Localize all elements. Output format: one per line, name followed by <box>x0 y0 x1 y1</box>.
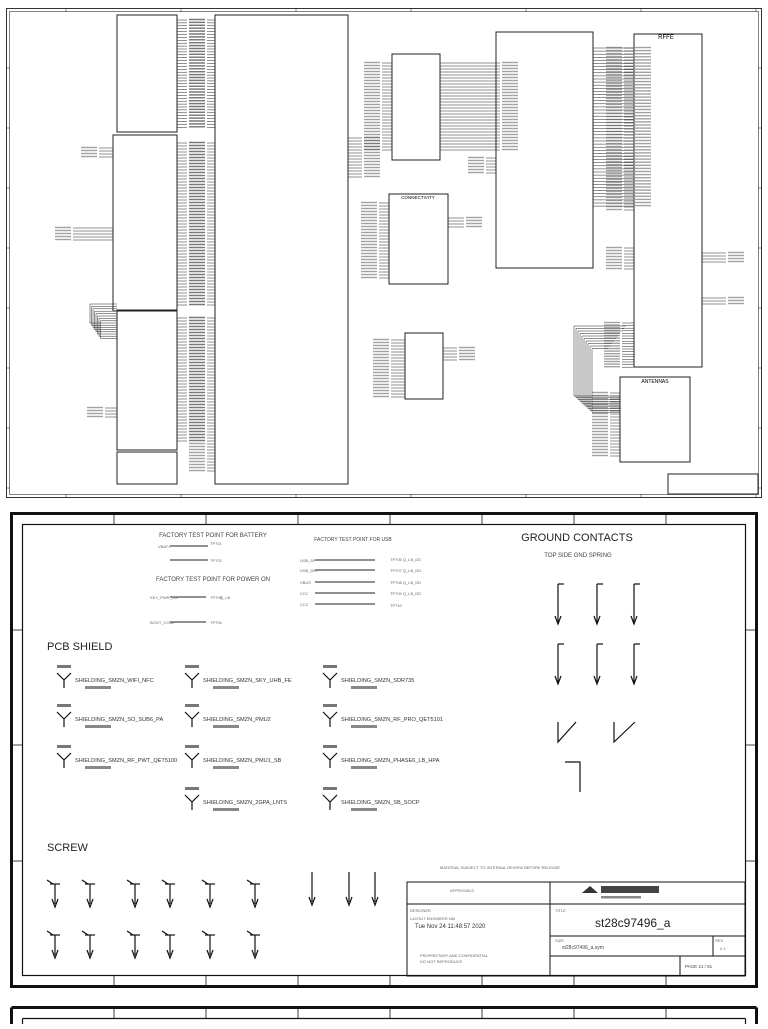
antennas-label: ANTENNAS <box>641 379 669 385</box>
company-logo <box>582 886 659 899</box>
svg-text:0.1: 0.1 <box>720 946 726 951</box>
shield-label: SHIELDING_SMZN_SB_SOCP <box>341 800 420 806</box>
schematic-1-canvas: RFFE CONNECTIVITY ANTENNAS <box>6 8 762 498</box>
svg-text:TP701: TP701 <box>210 541 223 546</box>
factory-usb-title: FACTORY TEST POINT FOR USB <box>314 537 392 543</box>
pcb-shield-list: SHIELDING_SMZN_WIFI_NFC SHIELDING_SMZN_SK… <box>56 665 443 811</box>
title-block-doc-number: st28c97496_a <box>595 916 671 930</box>
factory-test-points <box>170 545 375 623</box>
shield-label: SHIELDING_SMZN_PMU2 <box>203 717 271 723</box>
svg-text:TP704: TP704 <box>210 620 223 625</box>
schematic-sheet-1: RFFE CONNECTIVITY ANTENNAS <box>6 8 762 498</box>
shield-item: SHIELDING_SMZN_SKY_UHB_FE <box>184 665 292 689</box>
svg-text:TP708 Q_LB_DD: TP708 Q_LB_DD <box>390 580 421 585</box>
schematic-1-pin-labels <box>55 18 744 472</box>
shield-item: SHIELDING_SMZN_RF_PRO_QET5101 <box>322 704 443 728</box>
svg-text:LAYOUT ENGINEER NM: LAYOUT ENGINEER NM <box>410 916 455 921</box>
shield-label: SHIELDING_SMZN_PHASE6_LB_HPA <box>341 758 440 764</box>
shield-label: SHIELDING_SMZN_SO_SUB6_PA <box>75 717 163 723</box>
svg-text:USB_DP: USB_DP <box>300 558 316 563</box>
ground-contacts-title: GROUND CONTACTS <box>521 532 633 544</box>
shield-label: SHIELDING_SMZN_SDR735 <box>341 678 414 684</box>
factory-power-title: FACTORY TEST POINT FOR POWER ON <box>156 577 270 583</box>
pcb-shield-title: PCB SHIELD <box>47 641 112 653</box>
title-block-labels: APPROVALS DESIGNER LAYOUT ENGINEER NM TIT… <box>410 865 726 964</box>
schematic-2-canvas: FACTORY TEST POINT FOR BATTERY FACTORY T… <box>10 512 758 988</box>
shield-label: SHIELDING_SMZN_2GPA_LNTS <box>203 800 287 806</box>
shield-item: SHIELDING_SMZN_SDR735 <box>322 665 414 689</box>
shield-item: SHIELDING_SMZN_RF_PWT_QET5100 <box>56 745 177 769</box>
svg-text:TP707 Q_LB_DD: TP707 Q_LB_DD <box>390 568 421 573</box>
svg-text:SIZE: SIZE <box>555 938 564 943</box>
shield-label: SHIELDING_SMZN_RF_PRO_QET5101 <box>341 717 443 723</box>
shield-item: SHIELDING_SMZN_SO_SUB6_PA <box>56 704 163 728</box>
rffe-label: RFFE <box>658 35 674 41</box>
shield-item: SHIELDING_SMZN_2GPA_LNTS <box>184 787 287 811</box>
svg-text:TITLE: TITLE <box>555 908 566 913</box>
connectivity-label: CONNECTIVITY <box>401 195 435 200</box>
title-block-page: PAGE 21 / 81 <box>685 964 713 969</box>
svg-text:APPROVALS: APPROVALS <box>450 888 474 893</box>
schematic-sheet-2: FACTORY TEST POINT FOR BATTERY FACTORY T… <box>10 512 758 988</box>
gnd-spring-symbols <box>554 583 640 792</box>
shield-item: SHIELDING_SMZN_SB_SOCP <box>322 787 420 811</box>
factory-battery-title: FACTORY TEST POINT FOR BATTERY <box>159 533 267 539</box>
svg-text:TP703: TP703 <box>210 595 223 600</box>
svg-text:CC1: CC1 <box>300 591 309 596</box>
screw-symbols <box>46 872 379 960</box>
title-block <box>406 881 746 977</box>
shield-label: SHIELDING_SMZN_RF_PWT_QET5100 <box>75 758 177 764</box>
shield-label: SHIELDING_SMZN_SKY_UHB_FE <box>203 678 292 684</box>
svg-text:TP706 Q_LB_DD: TP706 Q_LB_DD <box>390 557 421 562</box>
shield-item: SHIELDING_SMZN_PMU2 <box>184 704 271 728</box>
svg-text:VBUS: VBUS <box>300 580 311 585</box>
svg-text:REV: REV <box>715 938 724 943</box>
svg-text:TP709 Q_LB_DD: TP709 Q_LB_DD <box>390 591 421 596</box>
svg-text:USB_DM: USB_DM <box>300 568 317 573</box>
svg-text:MATERIAL SUBJECT TO INTERNAL R: MATERIAL SUBJECT TO INTERNAL REVIEW BEFO… <box>440 865 560 870</box>
svg-text:PROPRIETARY AND CONFIDENTIAL: PROPRIETARY AND CONFIDENTIAL <box>420 953 489 958</box>
svg-text:TP702: TP702 <box>210 558 223 563</box>
svg-text:CC2: CC2 <box>300 602 309 607</box>
shield-item: SHIELDING_SMZN_WIFI_NFC <box>56 665 154 689</box>
svg-text:KEY_PWR_ON: KEY_PWR_ON <box>150 595 178 600</box>
shield-label: SHIELDING_SMZN_PMU1_SB <box>203 758 282 764</box>
title-block-date: Tue Nov 24 11:48:57 2020 <box>415 924 486 930</box>
svg-text:TP710: TP710 <box>390 603 403 608</box>
svg-text:VBAT1: VBAT1 <box>158 544 171 549</box>
svg-text:DO NOT REPRODUCE: DO NOT REPRODUCE <box>420 959 462 964</box>
svg-text:BOOT_CONF: BOOT_CONF <box>150 620 175 625</box>
svg-text:DESIGNER: DESIGNER <box>410 908 431 913</box>
title-block-file-name: st28c97496_a.sym <box>562 945 604 951</box>
shield-label: SHIELDING_SMZN_WIFI_NFC <box>75 678 154 684</box>
shield-item: SHIELDING_SMZN_PHASE6_LB_HPA <box>322 745 440 769</box>
screw-title: SCREW <box>47 842 89 854</box>
svg-text:Q_LB: Q_LB <box>220 595 231 600</box>
schematic-3-canvas <box>10 1006 758 1024</box>
schematic-sheet-3 <box>10 1006 758 1024</box>
shield-item: SHIELDING_SMZN_PMU1_SB <box>184 745 282 769</box>
top-side-gnd-spring-title: TOP SIDE GND SPRING <box>544 553 612 559</box>
